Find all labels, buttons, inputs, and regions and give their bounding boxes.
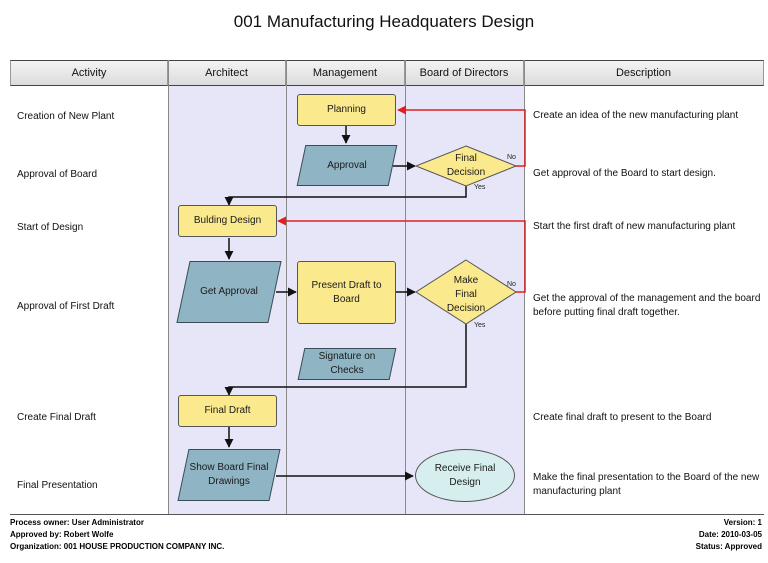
footer-left: Process owner: User Administrator Approv… xyxy=(10,517,224,553)
lane-divider xyxy=(168,60,169,514)
row-description: Get the approval of the management and t… xyxy=(533,293,761,318)
footer-approved: Approved by: Robert Wolfe xyxy=(10,530,114,539)
receive-final-label: Receive Final Design xyxy=(434,462,496,488)
edge-label-no: No xyxy=(507,281,516,288)
header-management-label: Management xyxy=(312,67,378,79)
show-board-label: Show Board Final Drawings xyxy=(189,462,269,487)
building-design-label: Bulding Design xyxy=(193,215,262,226)
get-approval-data: Get Approval xyxy=(176,261,282,323)
building-design-box: Bulding Design xyxy=(178,205,277,237)
present-draft-box: Present Draft to Board xyxy=(297,261,396,324)
header-board-label: Board of Directors xyxy=(419,67,509,79)
row-description: Start the first draft of new manufacturi… xyxy=(533,221,736,232)
footer-owner: Process owner: User Administrator xyxy=(10,518,144,527)
header-management: Management xyxy=(286,60,405,86)
diagram-title: 001 Manufacturing Headquaters Design xyxy=(233,12,535,31)
header-activity-label: Activity xyxy=(71,67,107,79)
header-architect: Architect xyxy=(168,60,286,86)
receive-final-ellipse: Receive Final Design xyxy=(415,449,515,502)
row-description: Create an idea of the new manufacturing … xyxy=(533,110,739,121)
footer-date: Date: 2010-03-05 xyxy=(698,530,762,539)
final-draft-label: Final Draft xyxy=(204,405,251,416)
planning-box: Planning xyxy=(297,94,396,126)
row-label: Creation of New Plant xyxy=(17,111,115,122)
edge-label-no: No xyxy=(507,154,516,161)
make-final-decision-diamond xyxy=(415,259,517,325)
row-label: Final Presentation xyxy=(17,480,98,491)
final-decision-diamond xyxy=(414,145,518,187)
footer-version: Version: 1 xyxy=(723,518,762,527)
footer-organization: Organization: 001 HOUSE PRODUCTION COMPA… xyxy=(10,542,225,551)
signature-label: Signature on Checks xyxy=(318,351,376,376)
lane-divider xyxy=(286,60,287,514)
final-decision-label: Final Decision xyxy=(446,153,486,178)
row-label: Start of Design xyxy=(17,222,84,233)
row-description: Get approval of the Board to start desig… xyxy=(533,168,716,179)
edge-label-yes: Yes xyxy=(474,322,486,329)
header-architect-label: Architect xyxy=(205,67,248,79)
row-description: Create final draft to present to the Boa… xyxy=(533,412,712,423)
arrow-no-to-building xyxy=(277,216,526,293)
planning-label: Planning xyxy=(327,104,366,115)
bottom-rule xyxy=(10,514,764,515)
header-board: Board of Directors xyxy=(405,60,524,86)
footer-status: Status: Approved xyxy=(695,542,762,551)
header-description-label: Description xyxy=(615,67,672,79)
approval-label: Approval xyxy=(327,159,367,171)
header-activity: Activity xyxy=(10,60,168,86)
row-label: Approval of Board xyxy=(17,169,98,180)
arrow-no-to-planning xyxy=(397,105,526,167)
signature-data: Signature on Checks xyxy=(297,348,397,380)
row-label: Approval of First Draft xyxy=(17,301,115,312)
edge-label-yes: Yes xyxy=(474,184,486,191)
arrow-yes-to-building xyxy=(224,186,467,206)
arrow-yes-to-finaldraft xyxy=(224,324,467,396)
get-approval-label: Get Approval xyxy=(200,286,258,297)
show-board-data: Show Board Final Drawings xyxy=(177,449,281,501)
make-final-decision-label: Make Final Decision xyxy=(446,275,486,314)
lane-divider xyxy=(405,60,406,514)
row-description: Make the final presentation to the Board… xyxy=(533,472,760,497)
final-draft-box: Final Draft xyxy=(178,395,277,427)
approval-data: Approval xyxy=(296,145,398,186)
header-description: Description xyxy=(524,60,764,86)
footer-right: Version: 1 Date: 2010-03-05 Status: Appr… xyxy=(696,517,762,553)
present-draft-label: Present Draft to Board xyxy=(311,279,382,305)
row-label: Create Final Draft xyxy=(17,412,96,423)
